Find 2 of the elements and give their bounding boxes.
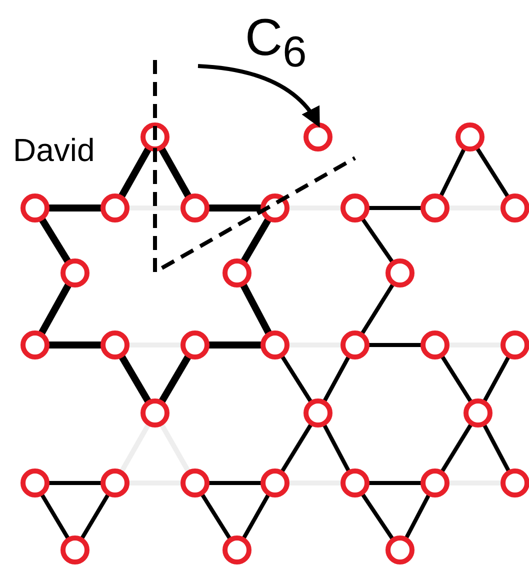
symmetry-label: C$_{6}$ xyxy=(245,12,307,75)
star-label: David xyxy=(13,134,95,166)
